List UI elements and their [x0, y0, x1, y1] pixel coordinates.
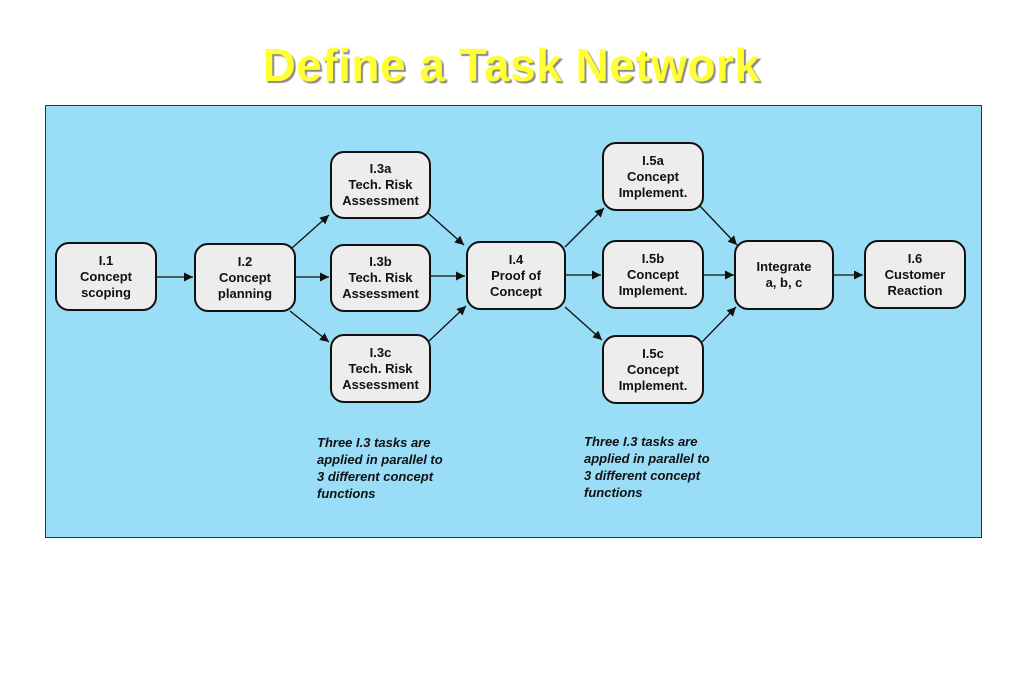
arrow-i2-to-i3a — [291, 214, 330, 249]
node-i1-concept-scoping: I.1 Concept scoping — [55, 242, 157, 311]
node-line: Tech. Risk — [348, 270, 413, 285]
node-i5b-concept-implement: I.5b Concept Implement. — [602, 240, 704, 309]
node-line: I.3a — [369, 161, 392, 176]
node-line: I.4 — [508, 251, 524, 267]
diagram-panel — [45, 105, 982, 538]
node-line: Implement. — [618, 282, 688, 298]
node-line: Integrate — [756, 259, 812, 274]
arrow-i5c-to-integrate — [701, 306, 737, 343]
note-right-parallel-tasks: Three I.3 tasks are applied in parallel … — [584, 433, 744, 501]
node-line: I.2 — [237, 253, 253, 269]
note-line: functions — [584, 485, 643, 500]
node-line: Reaction — [887, 282, 943, 298]
node-i4-proof-of-concept: I.4 Proof of Concept — [466, 241, 566, 310]
node-i5c-concept-implement: I.5c Concept Implement. — [602, 335, 704, 404]
node-line: Customer — [884, 266, 946, 282]
node-line: Concept — [490, 283, 542, 299]
node-line: planning — [217, 285, 273, 301]
note-line: 3 different concept — [317, 469, 434, 484]
node-line: I.5b — [641, 250, 665, 266]
arrow-i2-to-i3c — [289, 310, 330, 343]
node-line: I.5a — [642, 152, 664, 168]
arrow-i4-to-i5a — [564, 207, 605, 248]
node-line: Concept — [627, 266, 679, 282]
node-i3c-tech-risk: I.3c Tech. Risk Assessment — [330, 334, 431, 403]
node-integrate-abc: Integrate a, b, c — [734, 240, 834, 310]
node-line: Implement. — [618, 184, 688, 200]
node-line: I.3b — [369, 254, 392, 269]
note-line: 3 different concept — [584, 468, 701, 483]
node-line: a, b, c — [765, 275, 803, 290]
page-title: Define a Task Network — [262, 39, 761, 91]
arrow-i5a-to-integrate — [698, 204, 738, 246]
arrow-i3c-to-i4 — [427, 305, 467, 343]
node-line: Tech. Risk — [348, 177, 413, 192]
node-line: Assessment — [342, 376, 419, 392]
arrow-i4-to-i5c — [564, 306, 603, 341]
arrow-i3a-to-i4 — [427, 212, 465, 246]
node-line: scoping — [81, 284, 131, 300]
note-line: applied in parallel to — [317, 452, 443, 467]
node-i3b-tech-risk: I.3b Tech. Risk Assessment — [330, 244, 431, 312]
node-line: I.6 — [907, 250, 923, 266]
node-line: Assessment — [342, 286, 419, 301]
node-line: Concept — [219, 269, 271, 285]
note-line: Three I.3 tasks are — [317, 435, 431, 450]
node-line: Proof of — [491, 267, 541, 283]
node-line: I.1 — [98, 252, 114, 268]
node-line: Implement. — [618, 377, 688, 393]
node-line: Concept — [80, 268, 132, 284]
node-line: I.5c — [642, 345, 664, 361]
node-line: Assessment — [342, 193, 419, 208]
node-line: I.3c — [369, 344, 392, 360]
node-line: Concept — [627, 361, 679, 377]
note-line: Three I.3 tasks are — [584, 434, 698, 449]
node-line: Tech. Risk — [348, 360, 413, 376]
node-i3a-tech-risk: I.3a Tech. Risk Assessment — [330, 151, 431, 219]
node-i5a-concept-implement: I.5a Concept Implement. — [602, 142, 704, 211]
node-i2-concept-planning: I.2 Concept planning — [194, 243, 296, 312]
node-i6-customer-reaction: I.6 Customer Reaction — [864, 240, 966, 309]
note-line: functions — [317, 486, 376, 501]
note-left-parallel-tasks: Three I.3 tasks are applied in parallel … — [317, 434, 477, 502]
note-line: applied in parallel to — [584, 451, 710, 466]
node-line: Concept — [627, 168, 679, 184]
